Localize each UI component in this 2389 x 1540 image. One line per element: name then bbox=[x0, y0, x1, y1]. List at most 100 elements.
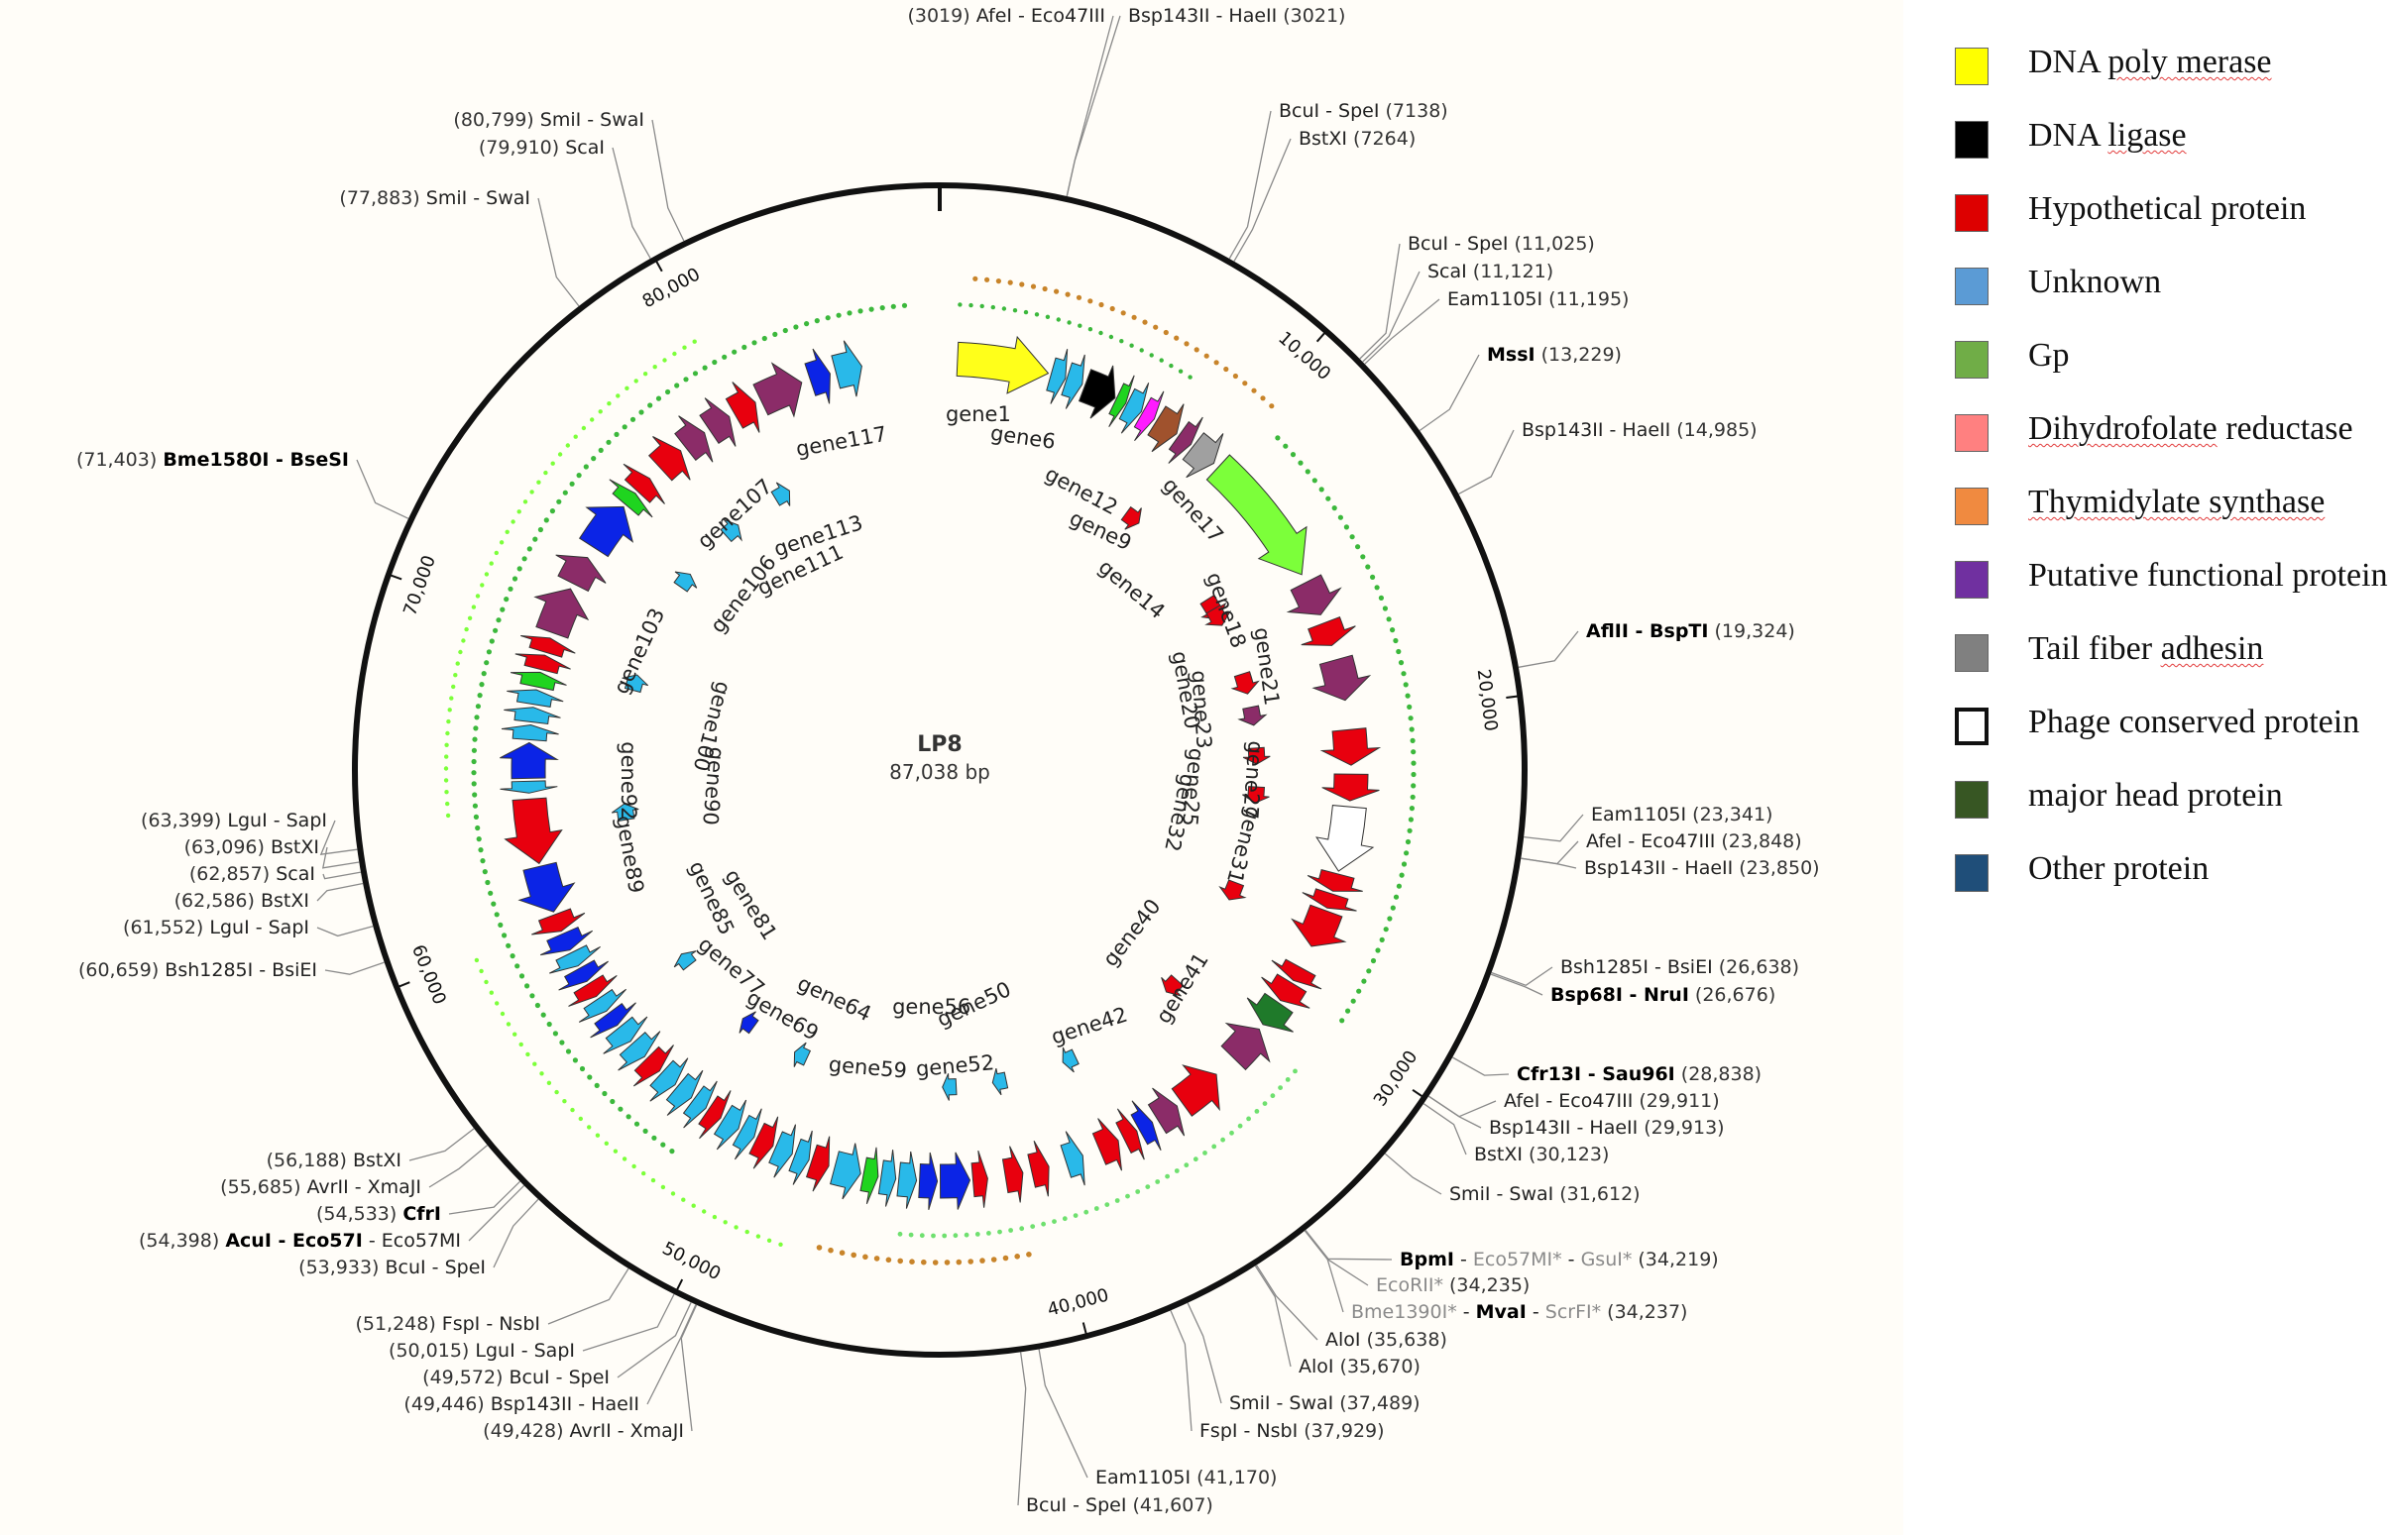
restriction-site-label: Cfr13I - Sau96I (28,838) bbox=[1517, 1063, 1762, 1085]
site-position: (79,910) bbox=[479, 137, 565, 159]
gene-arrow bbox=[1147, 1087, 1186, 1137]
gene-label: gene89 bbox=[612, 814, 648, 895]
site-leader-line bbox=[1304, 1230, 1344, 1313]
track-dot bbox=[1390, 905, 1396, 911]
track-dot bbox=[559, 1040, 565, 1045]
legend-item: major head protein bbox=[1943, 771, 2379, 844]
site-position: (41,607) bbox=[1126, 1494, 1212, 1516]
gene-arrow bbox=[1046, 349, 1069, 404]
restriction-site-label: Bsp68I - NruI (26,676) bbox=[1550, 984, 1775, 1006]
legend-label: major head protein bbox=[2028, 777, 2283, 814]
restriction-site-label: Eam1105I (41,170) bbox=[1095, 1467, 1277, 1488]
restriction-site-label: Bsp143II - HaeII (3021) bbox=[1128, 5, 1345, 27]
gene-arrow bbox=[665, 1069, 704, 1116]
site-position: (19,324) bbox=[1708, 620, 1794, 642]
track-dot bbox=[1104, 1202, 1110, 1207]
restriction-site-label: (56,188) BstXI bbox=[267, 1150, 401, 1171]
site-enzyme: SmiI - SwaI bbox=[426, 187, 530, 209]
gene-arrow bbox=[877, 1150, 897, 1207]
gene-arrow bbox=[732, 1108, 762, 1160]
track-dot bbox=[518, 973, 525, 979]
track-dot bbox=[472, 792, 478, 798]
track-dot bbox=[897, 1258, 903, 1265]
track-dot bbox=[1023, 309, 1029, 315]
gene-arrow bbox=[1301, 616, 1356, 646]
legend-item: Unknown bbox=[1943, 258, 2379, 331]
site-leader-line bbox=[1451, 1056, 1510, 1076]
track-dot bbox=[464, 626, 469, 632]
gene-arrow bbox=[1001, 1146, 1024, 1203]
track-dot bbox=[723, 1220, 728, 1225]
site-position: (26,676) bbox=[1689, 984, 1775, 1006]
track-dot bbox=[1374, 585, 1380, 591]
track-dot bbox=[625, 385, 629, 390]
site-leader-line bbox=[316, 882, 364, 902]
legend-item: Phage conserved protein bbox=[1943, 698, 2379, 771]
track-dot bbox=[488, 890, 494, 896]
small-gene-arrow bbox=[622, 674, 649, 694]
track-dot bbox=[447, 708, 452, 713]
track-dot bbox=[990, 304, 995, 310]
legend-swatch bbox=[1955, 561, 1989, 599]
track-dot bbox=[1409, 806, 1415, 812]
gene-arrow bbox=[504, 707, 561, 725]
gene-arrow bbox=[1246, 992, 1294, 1033]
track-dot bbox=[480, 858, 486, 864]
restriction-site-label: BstXI (7264) bbox=[1299, 128, 1416, 150]
site-leader-line bbox=[322, 871, 362, 880]
track-dot bbox=[660, 1184, 666, 1190]
site-enzyme: ScaI bbox=[1427, 261, 1467, 282]
track-dot bbox=[1093, 1206, 1099, 1211]
site-position: (60,659) bbox=[78, 959, 165, 981]
site-enzyme: Bsp68I - NruI bbox=[1550, 984, 1689, 1006]
restriction-site-label: (62,857) ScaI bbox=[189, 863, 315, 885]
track-dot bbox=[1114, 1198, 1120, 1203]
site-enzyme: Bsh1285I - BsiEI bbox=[1560, 956, 1713, 978]
scale-tick-label: 20,000 bbox=[1473, 668, 1502, 732]
gene-arrow bbox=[768, 1124, 796, 1178]
track-dot bbox=[986, 1231, 991, 1236]
track-dot bbox=[565, 1048, 572, 1054]
site-leader-line bbox=[1422, 1103, 1467, 1155]
gene-arrow bbox=[1060, 1131, 1085, 1186]
scale-tick bbox=[395, 981, 410, 990]
track-dot bbox=[1194, 347, 1199, 353]
gene-arrow bbox=[623, 463, 665, 504]
legend-swatch bbox=[1955, 781, 1989, 819]
site-enzyme: - bbox=[1527, 1301, 1545, 1323]
site-enzyme: AvrII - XmaJI bbox=[570, 1420, 684, 1442]
track-dot bbox=[508, 586, 513, 592]
restriction-site-label: BpmI - Eco57MI* - GsuI* (34,219) bbox=[1400, 1249, 1719, 1270]
gene-label: gene21 bbox=[1249, 626, 1284, 708]
track-dot bbox=[445, 730, 450, 736]
restriction-site-label: BcuI - SpeI (7138) bbox=[1279, 100, 1448, 122]
gene-arrow bbox=[609, 479, 653, 518]
site-position: (35,638) bbox=[1361, 1329, 1447, 1351]
site-enzyme: FspI - NsbI bbox=[1199, 1420, 1298, 1442]
site-enzyme: LguI - SapI bbox=[475, 1340, 575, 1362]
track-dot bbox=[529, 993, 535, 999]
gene-arrow bbox=[649, 1057, 689, 1102]
track-dot bbox=[1052, 1219, 1057, 1224]
track-dot bbox=[1098, 301, 1104, 308]
track-dot bbox=[1120, 310, 1126, 316]
gene-label: gene107 bbox=[693, 475, 777, 554]
track-dot bbox=[652, 365, 657, 370]
gene-arrow bbox=[1291, 904, 1347, 947]
track-dot bbox=[1012, 308, 1018, 313]
legend-label: Tail fiber adhesin bbox=[2028, 630, 2264, 667]
site-enzyme: BcuI - SpeI bbox=[1408, 233, 1508, 255]
track-dot bbox=[455, 661, 460, 666]
track-dot bbox=[539, 1071, 544, 1076]
restriction-site-label: AfeI - Eco47III (23,848) bbox=[1586, 830, 1802, 852]
site-enzyme: BcuI - SpeI bbox=[1026, 1494, 1126, 1516]
track-dot bbox=[1213, 360, 1219, 366]
scale-tick-label: 10,000 bbox=[1274, 328, 1334, 385]
track-dot bbox=[1378, 595, 1384, 602]
track-dot bbox=[1169, 363, 1174, 369]
site-position: (55,685) bbox=[220, 1176, 306, 1198]
track-dot bbox=[1139, 348, 1144, 353]
track-dot bbox=[942, 1233, 948, 1239]
track-dot bbox=[932, 1260, 939, 1265]
site-leader-line bbox=[1170, 1310, 1193, 1432]
